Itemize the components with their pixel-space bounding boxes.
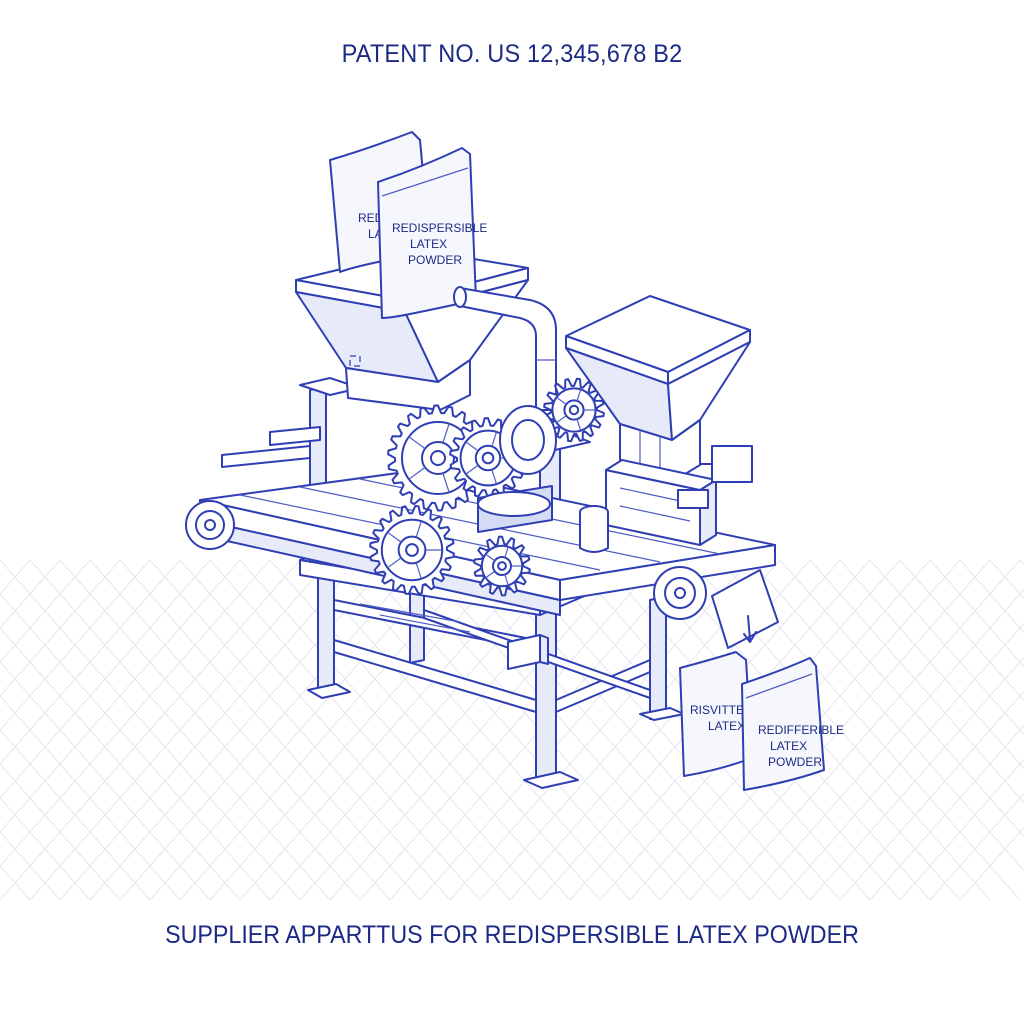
input-bag-front-label-3: POWDER (408, 253, 462, 267)
drawing-caption: SUPPLIER APPARTTUS FOR REDISPERSIBLE LAT… (165, 921, 859, 949)
output-bag-front: REDIFFERIBLE LATEX POWDER (741, 657, 844, 791)
grid-line (839, 559, 1024, 770)
grid-line (0, 559, 181, 765)
grid-line (0, 559, 121, 697)
grid-line (839, 690, 1024, 901)
output-bag-back-label-2: LATEX (708, 719, 745, 733)
grid-line (0, 763, 121, 901)
output-bag-back: RISVITTE LATEX (679, 651, 753, 777)
grid-line (0, 831, 61, 901)
grid-line (0, 559, 61, 629)
output-bag-front-label-1: REDIFFERIBLE (758, 723, 844, 737)
grid-line (959, 826, 1024, 901)
grid-line (89, 559, 391, 901)
output-bag-back-label-1: RISVITTE (690, 703, 744, 717)
grid-line (0, 559, 91, 663)
grid-line (359, 559, 661, 901)
grid-line (0, 559, 211, 799)
filling-unit (579, 445, 753, 553)
grid-line (929, 792, 1024, 901)
input-bag-front: REDISPERSIBLE LATEX POWDER (377, 147, 487, 319)
output-bag-front-label-2: LATEX (770, 739, 807, 753)
grid-line (869, 724, 1024, 901)
control-box (507, 634, 549, 670)
motor-drum (477, 405, 557, 533)
gear-small-top (543, 377, 605, 443)
grid-line (899, 559, 1024, 702)
discharge-chute (711, 569, 779, 649)
grid-line (989, 559, 1024, 600)
grid-line (929, 559, 1024, 668)
grid-line (0, 797, 91, 901)
grid-line (0, 559, 151, 731)
gear-lower-right (473, 535, 531, 597)
grid-line (779, 622, 1024, 901)
grid-line (0, 559, 271, 867)
grid-line (899, 758, 1024, 901)
grid-line (449, 559, 751, 901)
grid-line (0, 729, 151, 901)
grid-line (0, 559, 241, 833)
grid-line (239, 559, 541, 901)
output-bag-front-label-3: POWDER (768, 755, 822, 769)
grid-line (209, 559, 511, 901)
grid-line (719, 559, 1021, 901)
gear-lower-left (369, 505, 455, 595)
grid-line (29, 559, 331, 901)
grid-line (329, 559, 631, 901)
input-bag-front-label-2: LATEX (410, 237, 447, 251)
patent-number: PATENT NO. US 12,345,678 B2 (341, 40, 683, 68)
grid-line (749, 588, 1024, 901)
grid-line (0, 559, 301, 901)
grid-line (59, 559, 361, 901)
grid-line (869, 559, 1024, 736)
grid-line (269, 559, 571, 901)
gear-train (369, 377, 605, 597)
grid-line (809, 656, 1024, 901)
grid-line (689, 559, 991, 901)
grid-line (959, 559, 1024, 634)
input-bag-front-label-1: REDISPERSIBLE (392, 221, 487, 235)
